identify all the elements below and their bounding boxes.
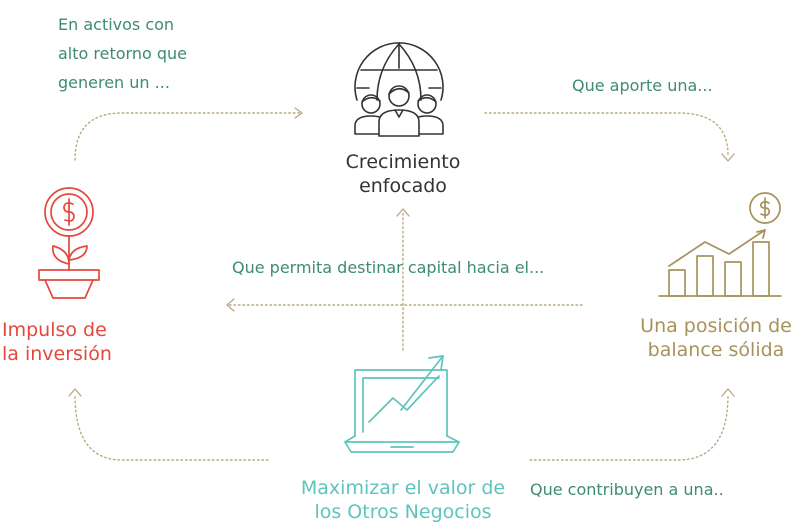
node-bottom-line2: los Otros Negocios (314, 501, 492, 523)
connector-text-line1: En activos con (58, 15, 175, 34)
arrowhead-up-left (68, 388, 82, 397)
node-right-label: Una posición de balance sólida (626, 314, 806, 362)
arrowhead-right-top (294, 107, 303, 119)
connector-text-line2: alto retorno que (58, 44, 187, 63)
globe-people-icon (349, 38, 449, 138)
arrowhead-up-center (396, 208, 410, 217)
bar-chart-growth-icon (655, 190, 785, 300)
connector-bottom-to-left (74, 394, 269, 461)
node-right-line2: balance sólida (647, 339, 785, 361)
connector-text-line3: generen un ... (58, 73, 170, 92)
node-top-line1: Crecimiento (345, 151, 461, 173)
node-bottom-line1: Maximizar el valor de (300, 477, 506, 499)
arrowhead-up-right (721, 388, 735, 397)
arrowhead-left-center (226, 298, 235, 312)
node-right-line1: Una posición de (640, 315, 792, 337)
node-left-label: Impulso de la inversión (2, 318, 152, 366)
node-left-line2: la inversión (2, 343, 112, 365)
node-left-line1: Impulso de (2, 319, 107, 341)
node-top-line2: enfocado (359, 175, 447, 197)
connector-text-left-to-top: En activos con alto retorno que generen … (58, 10, 187, 97)
connector-text-bottom-to-right: Que contribuyen a una.. (530, 480, 724, 499)
node-top-label: Crecimiento enfocado (300, 150, 506, 198)
connector-bottom-to-right (529, 394, 729, 461)
connector-text-center: Que permita destinar capital hacia el... (232, 258, 545, 277)
arrowhead-down-right (721, 153, 735, 162)
node-bottom-label: Maximizar el valor de los Otros Negocios (282, 476, 524, 524)
laptop-growth-icon (343, 352, 463, 456)
connector-left-to-top (74, 112, 301, 161)
connector-top-to-right (484, 112, 729, 156)
connector-text-top-to-right: Que aporte una... (572, 76, 713, 95)
money-plant-icon (33, 180, 105, 300)
